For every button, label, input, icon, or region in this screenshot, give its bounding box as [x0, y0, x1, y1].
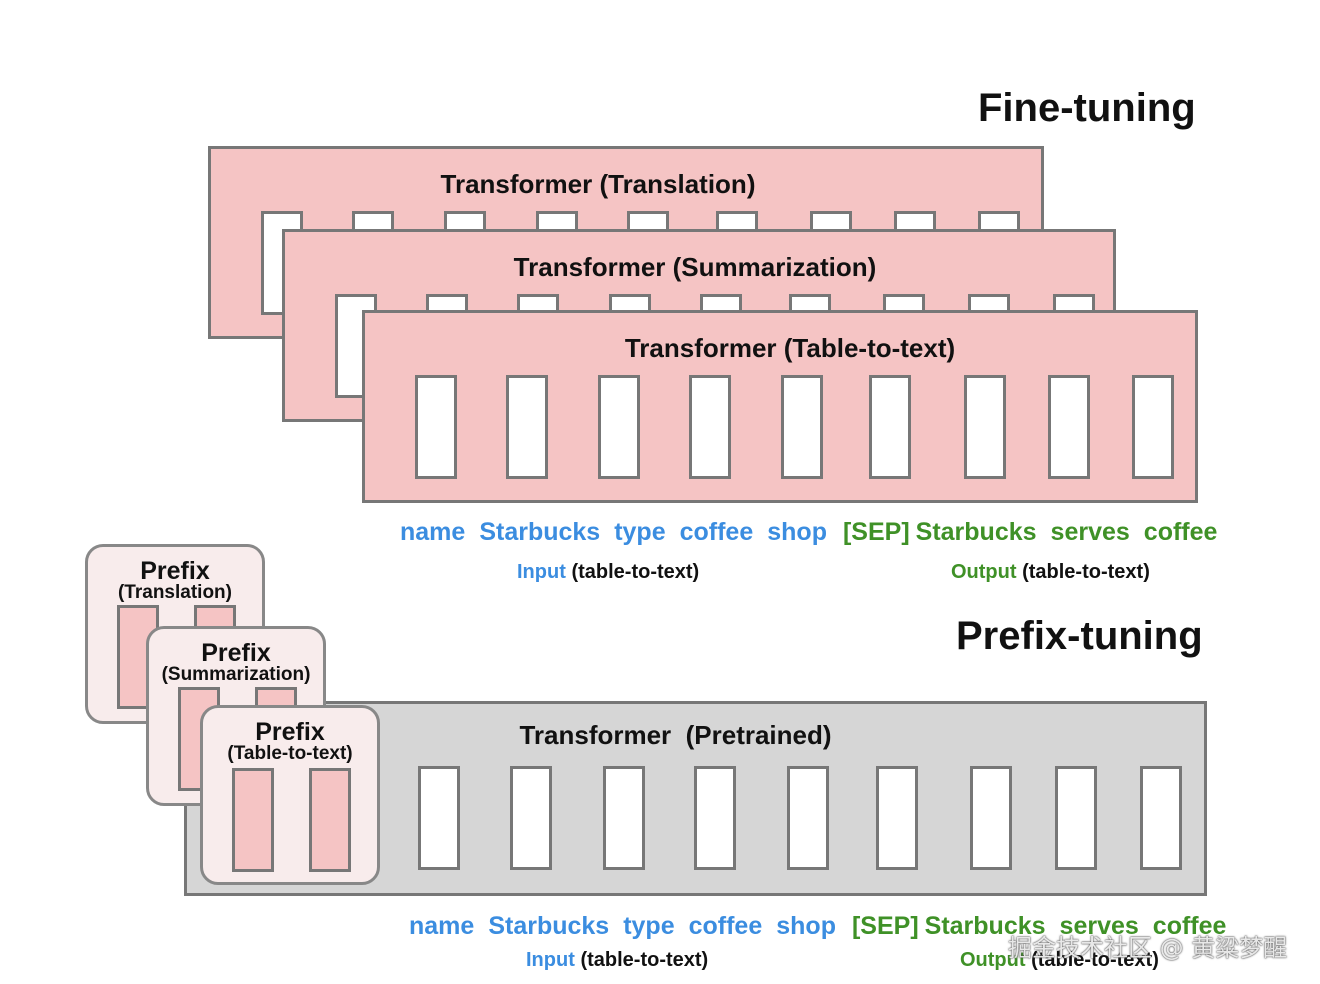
transformer-summarization-title: Transformer (Summarization): [513, 252, 877, 282]
token-slot: [603, 766, 645, 870]
prefix-task: (Translation): [117, 582, 232, 603]
prefix-slot: [232, 768, 274, 872]
output-token: Starbucks: [924, 912, 1046, 940]
token-slot: [781, 375, 823, 479]
output-token: coffee: [1152, 912, 1227, 940]
prefix-label: Prefix: [255, 718, 325, 746]
output-token: Starbucks: [915, 518, 1037, 546]
prefix-label: Prefix: [140, 557, 210, 585]
token-slot: [787, 766, 829, 870]
token-slot: [689, 375, 731, 479]
prefixtuning-heading: Prefix-tuning: [956, 614, 1203, 658]
output-token: [SEP]: [842, 518, 910, 546]
finetuning-input-caption: Input (table-to-text): [517, 561, 699, 584]
token-slot: [1048, 375, 1090, 479]
token-slot: [869, 375, 911, 479]
transformer-table-to-text-title: Transformer (Table-to-text): [624, 333, 956, 363]
token-slot: [598, 375, 640, 479]
input-token: type: [623, 912, 675, 940]
prefix-summarization-title: Prefix (Summarization): [149, 641, 323, 685]
transformer-translation-title: Transformer (Translation): [440, 169, 756, 199]
token-slot: [876, 766, 918, 870]
input-token: coffee: [679, 518, 754, 546]
token-slot: [1132, 375, 1174, 479]
output-caption-rest: (table-to-text): [1022, 561, 1150, 583]
prefix-task: (Summarization): [161, 664, 311, 685]
input-token: Starbucks: [479, 518, 601, 546]
transformer-pretrained-title: Transformer (Pretrained): [519, 720, 832, 750]
finetuning-heading: Fine-tuning: [978, 86, 1196, 130]
output-caption-rest: (table-to-text): [1031, 949, 1159, 971]
output-token: [SEP]: [851, 912, 919, 940]
input-token: name: [409, 912, 475, 940]
prefix-label: Prefix: [201, 639, 271, 667]
token-slot: [1140, 766, 1182, 870]
output-caption-word: Output: [960, 949, 1026, 971]
prefix-table-to-text-card: Prefix (Table-to-text): [200, 705, 380, 885]
input-token: Starbucks: [488, 912, 610, 940]
input-caption-rest: (table-to-text): [580, 949, 709, 971]
prefix-translation-title: Prefix (Translation): [88, 559, 262, 603]
input-token: shop: [776, 912, 836, 940]
prefixtuning-input-caption: Input (table-to-text): [526, 949, 708, 972]
input-caption-word: Input: [526, 949, 575, 971]
token-slot: [1055, 766, 1097, 870]
input-token: coffee: [688, 912, 763, 940]
output-token: serves: [1050, 518, 1130, 546]
token-slot: [418, 766, 460, 870]
input-token: name: [400, 518, 466, 546]
output-caption-word: Output: [951, 561, 1017, 583]
input-token: shop: [767, 518, 827, 546]
output-token: coffee: [1143, 518, 1218, 546]
transformer-table-to-text-box: Transformer (Table-to-text): [362, 310, 1198, 503]
input-caption-rest: (table-to-text): [571, 561, 700, 583]
token-slot: [506, 375, 548, 479]
watermark: 掘金技术社区 @ 黄粱梦醒: [1008, 934, 1288, 962]
prefix-slot: [309, 768, 351, 872]
prefix-table-to-text-title: Prefix (Table-to-text): [203, 720, 377, 764]
input-caption-word: Input: [517, 561, 566, 583]
token-slot: [964, 375, 1006, 479]
finetuning-output-caption: Output (table-to-text): [951, 561, 1150, 584]
token-slot: [970, 766, 1012, 870]
token-slot: [415, 375, 457, 479]
prefixtuning-output-caption: Output (table-to-text): [960, 949, 1159, 972]
output-token: serves: [1059, 912, 1139, 940]
token-slot: [694, 766, 736, 870]
prefix-task: (Table-to-text): [227, 743, 353, 764]
token-slot: [510, 766, 552, 870]
input-token: type: [614, 518, 666, 546]
